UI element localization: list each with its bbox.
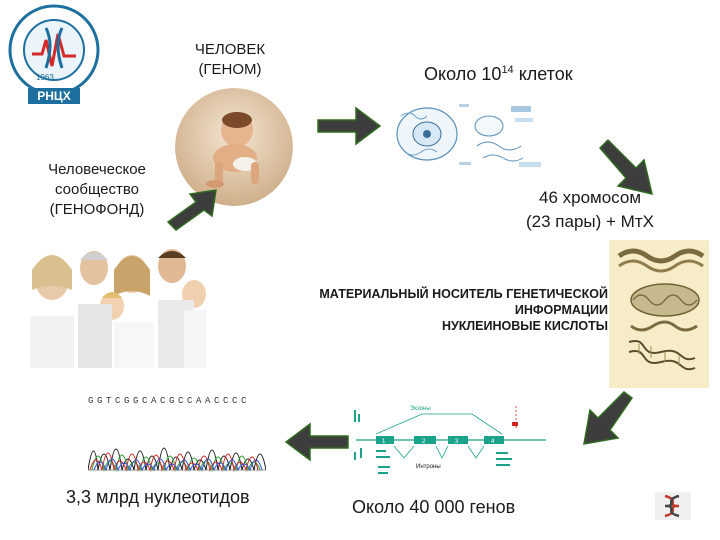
exon-number-3: 3 <box>455 439 459 445</box>
baby-photo <box>175 88 293 206</box>
human-line-2: (ГЕНОМ) <box>198 61 262 78</box>
cells-suffix: клеток <box>513 64 573 84</box>
sequencing-trace: GGTCGGCACGCCAACCCC <box>88 392 266 474</box>
exons-label: Экзоны <box>410 406 431 412</box>
material-line-1: МАТЕРИАЛЬНЫЙ НОСИТЕЛЬ ГЕНЕТИЧЕСКОЙ <box>319 287 608 301</box>
chromosome-line-1: 46 хромосом <box>538 188 642 207</box>
logo-year: 1963 <box>36 73 54 82</box>
arrow-chromosomes-to-genes <box>583 391 634 445</box>
node-genes-label: Около 40 000 генов <box>352 497 516 517</box>
cell-diagram <box>385 96 545 174</box>
arrow-cells-to-chromosomes <box>598 138 654 196</box>
gene-structure-diagram: Экзоны 1 2 3 4 Интроны <box>354 406 546 474</box>
node-chromosome-label: 46 хромосом (23 пары) + МтХ <box>500 186 680 234</box>
rnch-logo: 1963 РНЦХ <box>8 4 100 104</box>
node-society-label: Человеческое сообщество (ГЕНОФОНД) <box>34 160 160 220</box>
cells-prefix: Около 10 <box>424 64 502 84</box>
material-line-2: ИНФОРМАЦИИ <box>514 303 608 317</box>
society-line-1: Человеческое <box>48 161 146 178</box>
material-carrier-label: МАТЕРИАЛЬНЫЙ НОСИТЕЛЬ ГЕНЕТИЧЕСКОЙ ИНФОР… <box>252 286 608 334</box>
node-nucleotides-label: 3,3 млрд нуклеотидов <box>66 487 250 507</box>
chromosome-dna-image <box>609 240 709 388</box>
node-cells-label: Около 1014 клеток <box>424 64 573 85</box>
arrow-society-to-human <box>166 189 217 231</box>
exon-number-4: 4 <box>491 439 495 445</box>
introns-label: Интроны <box>416 464 441 470</box>
sequencing-trace-svg: GGTCGGCACGCCAACCCC <box>88 396 266 472</box>
human-line-1: ЧЕЛОВЕК <box>194 41 266 58</box>
arrow-human-to-cells <box>317 106 382 146</box>
logo-abbr: РНЦХ <box>37 89 70 103</box>
cells-exponent: 14 <box>501 64 514 76</box>
node-human-label: ЧЕЛОВЕК (ГЕНОМ) <box>176 40 284 80</box>
material-line-3: НУКЛЕИНОВЫЕ КИСЛОТЫ <box>441 319 608 333</box>
chromosome-line-2: (23 пары) + МтХ <box>526 212 654 231</box>
family-photo <box>22 240 208 368</box>
exon-number-1: 1 <box>382 439 386 445</box>
society-line-3: (ГЕНОФОНД) <box>49 201 145 218</box>
dna-helix-icon <box>655 492 691 520</box>
society-line-2: сообщество <box>55 181 139 198</box>
arrow-genes-to-nucleotides <box>284 422 349 462</box>
sequence-bases: GGTCGGCACGCCAACCCC <box>88 396 250 406</box>
exon-number-2: 2 <box>422 439 426 445</box>
